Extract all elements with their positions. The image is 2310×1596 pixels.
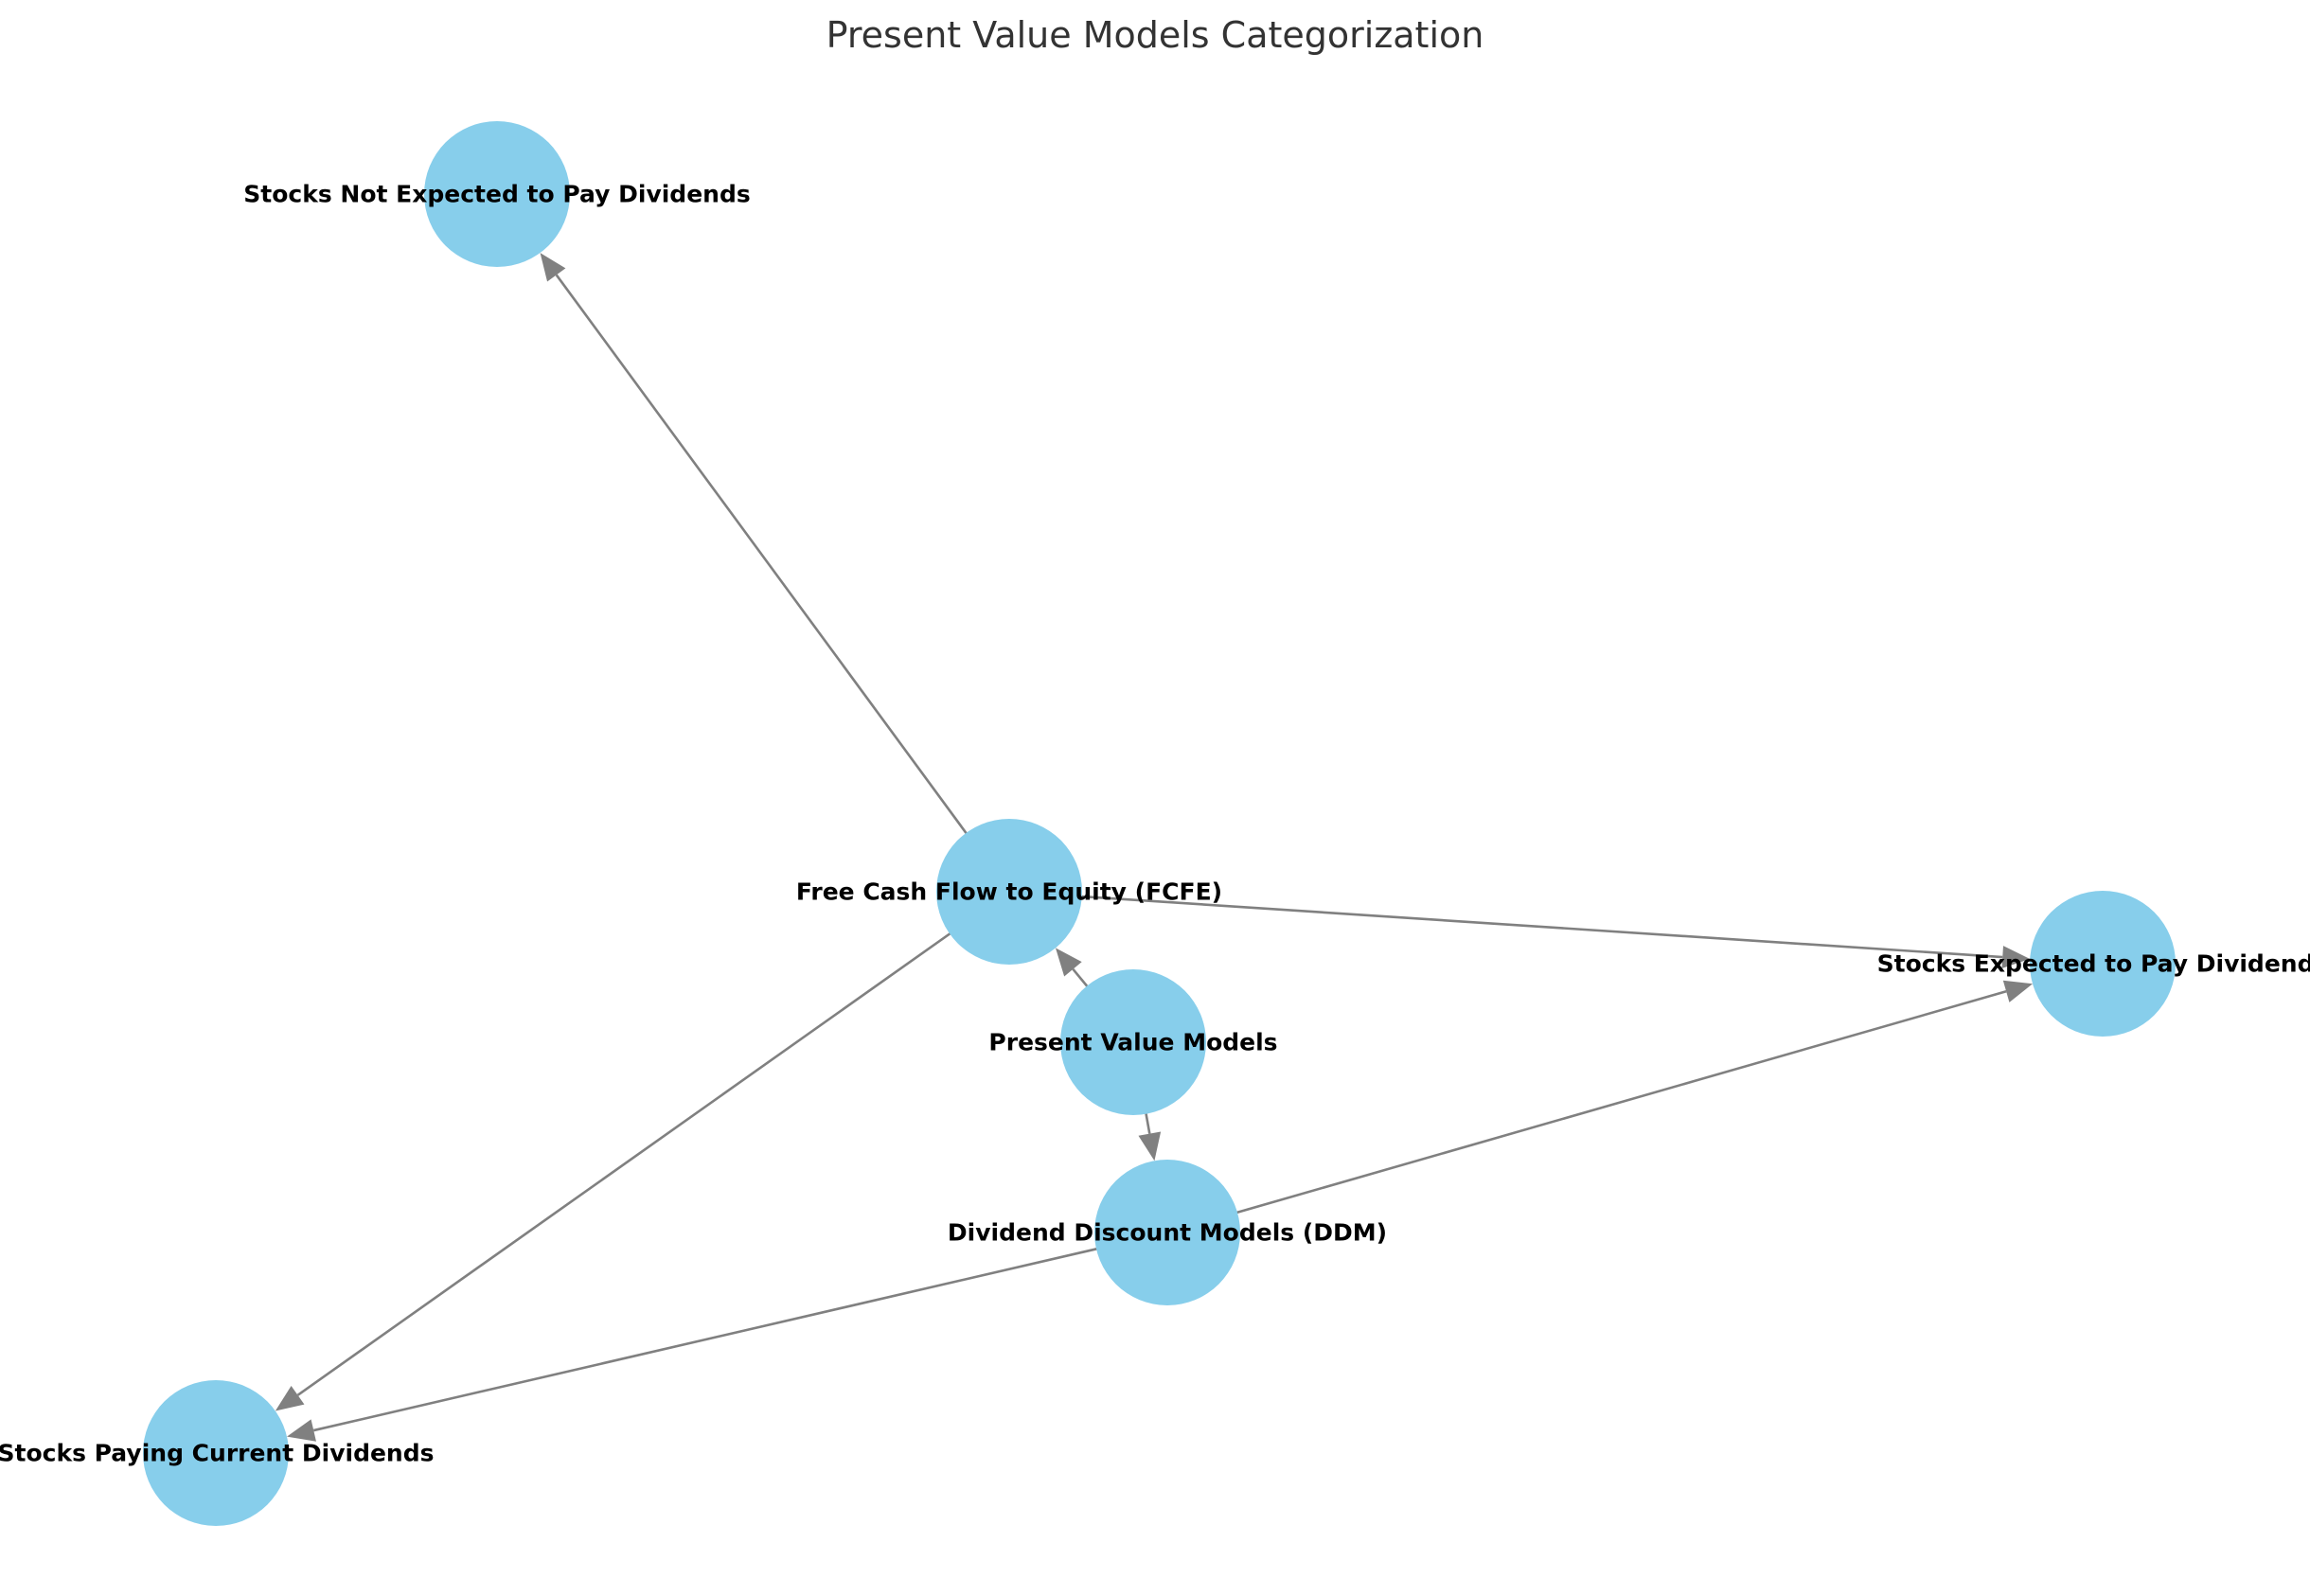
node-spcd[interactable] — [143, 1380, 289, 1526]
node-label-fcfe: Free Cash Flow to Equity (FCFE) — [796, 878, 1222, 906]
edge-line — [312, 1242, 1118, 1432]
node-label-sepd: Stocks Expected to Pay Dividends — [1877, 950, 2310, 978]
edge-arrowhead — [2001, 946, 2031, 969]
node-snepd[interactable] — [424, 121, 570, 267]
node-label-spcd: Stocks Paying Current Dividends — [0, 1440, 435, 1467]
edge-fcfe-to-snepd — [540, 253, 981, 852]
edge-arrowhead — [1138, 1131, 1162, 1162]
node-sepd[interactable] — [2030, 891, 2176, 1037]
edge-line — [555, 274, 981, 852]
edge-arrowhead — [2002, 980, 2033, 1002]
edge-arrowhead — [275, 1385, 305, 1411]
node-pvm[interactable] — [1060, 969, 1206, 1115]
node-label-ddm: Dividend Discount Models (DDM) — [948, 1219, 1387, 1247]
edge-line — [296, 920, 968, 1396]
node-fcfe[interactable] — [936, 819, 1082, 965]
edge-line — [1059, 894, 2003, 959]
diagram-title: Present Value Models Categorization — [826, 14, 1484, 56]
edges-layer — [275, 253, 2033, 1442]
edge-ddm-to-sepd — [1216, 980, 2033, 1220]
edge-arrowhead — [1055, 948, 1082, 977]
node-label-snepd: Stocks Not Expected to Pay Dividends — [243, 181, 751, 208]
edge-fcfe-to-sepd — [1059, 894, 2031, 969]
nodes-layer — [143, 121, 2176, 1526]
edge-arrowhead — [287, 1419, 316, 1442]
edge-fcfe-to-spcd — [275, 920, 968, 1411]
edge-line — [1216, 990, 2007, 1220]
edge-arrowhead — [540, 253, 566, 282]
node-ddm[interactable] — [1094, 1160, 1240, 1305]
node-label-pvm: Present Value Models — [988, 1029, 1277, 1056]
edge-ddm-to-spcd — [287, 1242, 1118, 1442]
